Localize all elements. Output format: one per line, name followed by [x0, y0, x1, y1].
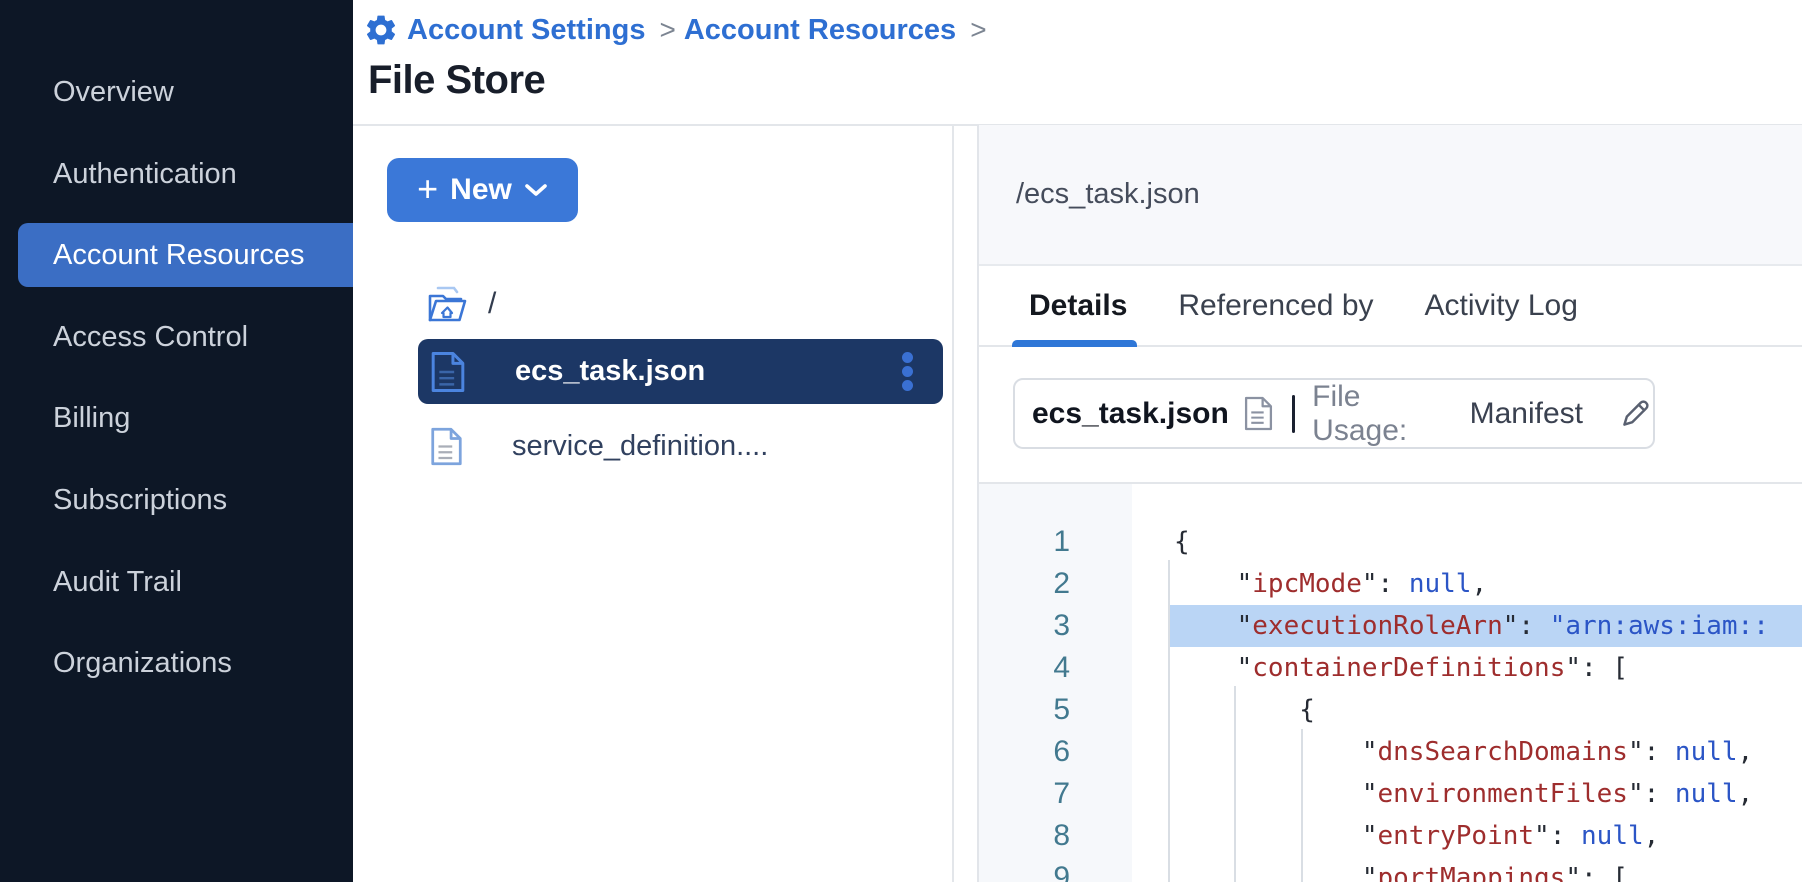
kebab-menu-icon[interactable] — [877, 339, 937, 404]
sidebar-item-audit-trail[interactable]: Audit Trail — [53, 565, 182, 598]
new-button[interactable]: + New — [387, 158, 578, 222]
sidebar-item-subscriptions[interactable]: Subscriptions — [53, 484, 228, 516]
line-number: 1 — [1053, 525, 1070, 558]
chevron-down-icon — [524, 182, 548, 198]
line-number: 5 — [1053, 693, 1070, 726]
line-number-gutter — [979, 484, 1132, 882]
tab-bar: Details Referenced by Activity Log — [979, 266, 1802, 347]
indent-guide — [1168, 560, 1170, 882]
line-number: 7 — [1053, 777, 1070, 810]
tab-activity-log[interactable]: Activity Log — [1424, 288, 1578, 322]
line-number: 2 — [1053, 567, 1070, 600]
breadcrumb-separator: > — [659, 14, 676, 45]
code-line-8: "entryPoint": null, — [1361, 821, 1660, 851]
file-usage-label: File Usage: — [1312, 379, 1408, 447]
sidebar-item-access-control[interactable]: Access Control — [53, 320, 249, 353]
new-button-label: New — [450, 173, 512, 206]
code-line-6: "dnsSearchDomains": null, — [1361, 737, 1754, 767]
code-line-1: { — [1174, 527, 1190, 557]
breadcrumb-account-resources[interactable]: Account Resources — [683, 13, 957, 46]
sidebar-item-account-resources[interactable]: Account Resources — [18, 223, 353, 288]
breadcrumb: Account Settings > Account Resources > — [363, 11, 987, 49]
code-line-7: "environmentFiles": null, — [1361, 779, 1754, 809]
code-line-4: "containerDefinitions": [ — [1236, 653, 1628, 683]
file-browser-panel: + New / — [353, 126, 953, 882]
document-icon — [429, 351, 467, 393]
sidebar-item-organizations[interactable]: Organizations — [53, 647, 232, 680]
file-row-ecs-task[interactable]: ecs_task.json — [418, 339, 943, 404]
code-line-5: { — [1299, 695, 1315, 725]
code-line-9: "portMappings": [ — [1361, 863, 1628, 882]
page-title: File Store — [368, 58, 546, 102]
home-folder-icon — [424, 284, 470, 324]
tab-details[interactable]: Details — [1029, 288, 1128, 322]
panel-divider — [952, 125, 954, 882]
pencil-icon[interactable] — [1617, 396, 1653, 432]
file-usage-value: Manifest — [1469, 396, 1583, 430]
vertical-separator — [1291, 394, 1296, 433]
code-content: { "ipcMode": null, "executionRoleArn": "… — [1174, 521, 1802, 882]
root-folder-row[interactable]: / — [424, 286, 496, 322]
file-info-card: ecs_task.json File Usage: Manifest — [1013, 378, 1655, 449]
code-line-2: "ipcMode": null, — [1236, 569, 1488, 599]
breadcrumb-separator: > — [970, 14, 987, 45]
sidebar-item-authentication[interactable]: Authentication — [53, 157, 237, 190]
page-header: Account Settings > Account Resources > F… — [353, 0, 1802, 124]
document-icon — [1243, 395, 1274, 432]
file-name: service_definition.... — [512, 430, 769, 462]
line-number: 4 — [1053, 651, 1070, 684]
line-numbers: 1 2 3 4 5 6 7 8 9 — [979, 521, 1132, 882]
line-number: 9 — [1053, 861, 1070, 882]
file-name: ecs_task.json — [1032, 396, 1229, 430]
sidebar-item-overview[interactable]: Overview — [53, 76, 174, 108]
file-row-service-definition[interactable]: service_definition.... — [418, 414, 943, 479]
tab-referenced-by[interactable]: Referenced by — [1178, 288, 1374, 322]
sidebar-item-billing[interactable]: Billing — [53, 402, 131, 435]
line-number: 8 — [1053, 819, 1070, 852]
gear-icon — [363, 12, 399, 48]
indent-guide — [1301, 729, 1303, 882]
code-line-3: "executionRoleArn": "arn:aws:iam:: — [1236, 611, 1769, 641]
code-viewer[interactable]: 1 2 3 4 5 6 7 8 9 { "ipcMode": null, "executionR… — [979, 482, 1802, 882]
root-path-label: / — [488, 287, 497, 320]
document-icon — [429, 427, 464, 466]
line-number: 3 — [1053, 609, 1070, 642]
plus-icon: + — [417, 167, 439, 209]
highlighted-line-background — [1168, 605, 1802, 647]
details-panel: /ecs_task.json Details Referenced by Activ… — [977, 125, 1802, 882]
file-name: ecs_task.json — [515, 355, 706, 387]
file-path: /ecs_task.json — [1016, 178, 1200, 210]
file-path-header: /ecs_task.json — [979, 125, 1802, 266]
breadcrumb-account-settings[interactable]: Account Settings — [407, 13, 646, 46]
line-number: 6 — [1053, 735, 1070, 768]
indent-guide — [1234, 686, 1236, 882]
active-tab-underline — [1012, 340, 1137, 347]
